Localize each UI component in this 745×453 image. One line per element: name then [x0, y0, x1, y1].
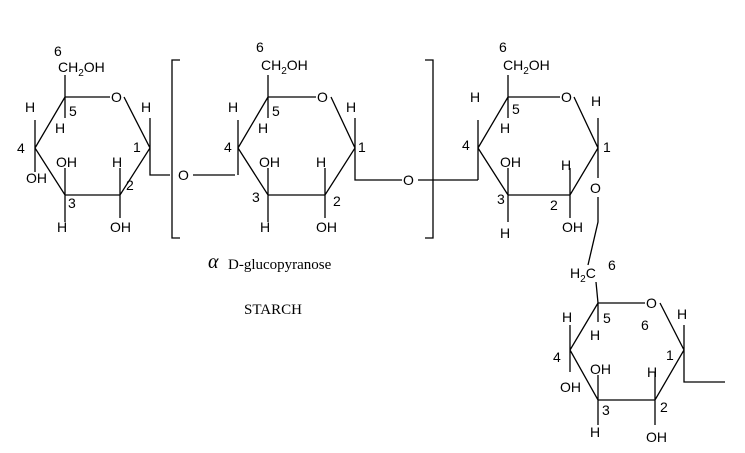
ring-c-c3-h: H: [500, 225, 510, 241]
ring-d-c2-h: H: [647, 364, 657, 380]
ring-b-c2-oh: OH: [316, 219, 337, 235]
ring-a-c4-oh: OH: [26, 170, 47, 186]
ring-a-c2-number: 2: [126, 177, 134, 193]
ring-c-c6-number: 6: [499, 39, 507, 55]
ring-a-c2-h: H: [112, 154, 122, 170]
glucose-ring-b: 6 CH2OH O 5 H H 4 OH 3 H H 2 OH H 1: [224, 39, 402, 235]
glycosidic-oxygen-branch: O: [590, 180, 601, 196]
bond-o-to-ch2: [587, 197, 599, 266]
ring-a-c3-h: H: [57, 219, 67, 235]
ring-c-c5-h: H: [500, 120, 510, 136]
ring-d-c3-h: H: [590, 424, 600, 440]
ring-d-c2-oh: OH: [646, 429, 667, 445]
ring-c-c4-h: H: [470, 89, 480, 105]
ring-b-ch2oh-label: CH2OH: [261, 57, 308, 77]
ring-c-c4-number: 4: [462, 137, 470, 153]
ring-b-c1-h: H: [346, 99, 356, 115]
ring-c-c1-number: 1: [603, 139, 611, 155]
ring-c-c3-number: 3: [497, 191, 505, 207]
glucose-ring-a: 6 CH2OH O 5 H H 4 OH OH 3 H H 2 OH H 1: [17, 43, 170, 235]
repeat-bracket-right: [425, 59, 434, 239]
ring-d-oxygen: O: [646, 295, 657, 311]
glycosidic-oxygen-ab: O: [178, 167, 189, 183]
ring-a-c1-number: 1: [133, 139, 141, 155]
ring-a-c3-number: 3: [68, 195, 76, 211]
ring-d-c4-oh: OH: [560, 379, 581, 395]
ring-c-c3-oh: OH: [500, 154, 521, 170]
caption-glucopyranose: D-glucopyranose: [228, 257, 332, 273]
ring-b-c4-h: H: [228, 99, 238, 115]
bond-ch2-to-ring-d: [595, 281, 599, 304]
ring-d-c1-number: 1: [666, 347, 674, 363]
ring-b-c3-oh: OH: [259, 154, 280, 170]
ring-a-ch2oh-label: CH2OH: [58, 59, 105, 79]
caption-starch-title: STARCH: [244, 302, 302, 318]
ring-c-c5-number: 5: [512, 101, 520, 117]
ring-c-bonds: [477, 75, 599, 222]
ring-b-c2-number: 2: [333, 193, 341, 209]
ring-d-c5-h: H: [590, 327, 600, 343]
ring-d-c1-h: H: [677, 306, 687, 322]
ring-b-c3-h: H: [260, 219, 270, 235]
ring-a-c3-oh: OH: [56, 154, 77, 170]
ring-c-ch2oh-label: CH2OH: [503, 57, 550, 77]
ring-d-c4-h: H: [562, 309, 572, 325]
ring-b-c5-number: 5: [272, 103, 280, 119]
ring-b-c6-number: 6: [256, 39, 264, 55]
glucose-ring-d: O 5 H 6 H 4 OH OH 3 H H 2 OH H 1: [553, 295, 725, 445]
ring-a-c5-h: H: [55, 120, 65, 136]
ring-d-bonds: [569, 302, 725, 425]
branch-h2c-label: H2C: [570, 265, 596, 285]
ring-a-bonds: [34, 75, 170, 222]
branch-c6-number: 6: [608, 257, 616, 273]
ring-d-c5-number: 5: [603, 310, 611, 326]
ring-d-c4-number: 4: [553, 349, 561, 365]
ring-b-oxygen: O: [317, 89, 328, 105]
ring-a-c6-number: 6: [54, 43, 62, 59]
ring-a-c4-h: H: [25, 99, 35, 115]
ring-c-c1-h: H: [591, 93, 601, 109]
ring-b-c4-number: 4: [224, 139, 232, 155]
ring-b-c3-number: 3: [252, 189, 260, 205]
alpha-symbol: α: [208, 251, 219, 273]
ring-c-oxygen: O: [561, 89, 572, 105]
ring-a-oxygen: O: [111, 89, 122, 105]
ring-d-ring-number-6: 6: [641, 317, 649, 333]
glucose-ring-c: 6 CH2OH O 5 H H 4 OH 3 H H 2 OH H 1: [462, 39, 611, 241]
ring-b-bonds: [237, 75, 402, 222]
ring-b-c2-h: H: [316, 154, 326, 170]
glycosidic-oxygen-bc: O: [403, 172, 414, 188]
repeat-bracket-left: [171, 59, 180, 239]
ring-a-c1-h: H: [141, 99, 151, 115]
ring-d-c3-oh: OH: [590, 361, 611, 377]
ring-c-c2-h: H: [561, 157, 571, 173]
ring-b-c5-h: H: [258, 120, 268, 136]
ring-b-c1-number: 1: [358, 139, 366, 155]
ring-a-c5-number: 5: [69, 103, 77, 119]
ring-c-c2-oh: OH: [562, 219, 583, 235]
ring-c-c2-number: 2: [550, 197, 558, 213]
ring-d-c2-number: 2: [660, 399, 668, 415]
ring-d-c3-number: 3: [602, 402, 610, 418]
ring-a-c2-oh: OH: [110, 219, 131, 235]
ring-a-c4-number: 4: [17, 140, 25, 156]
